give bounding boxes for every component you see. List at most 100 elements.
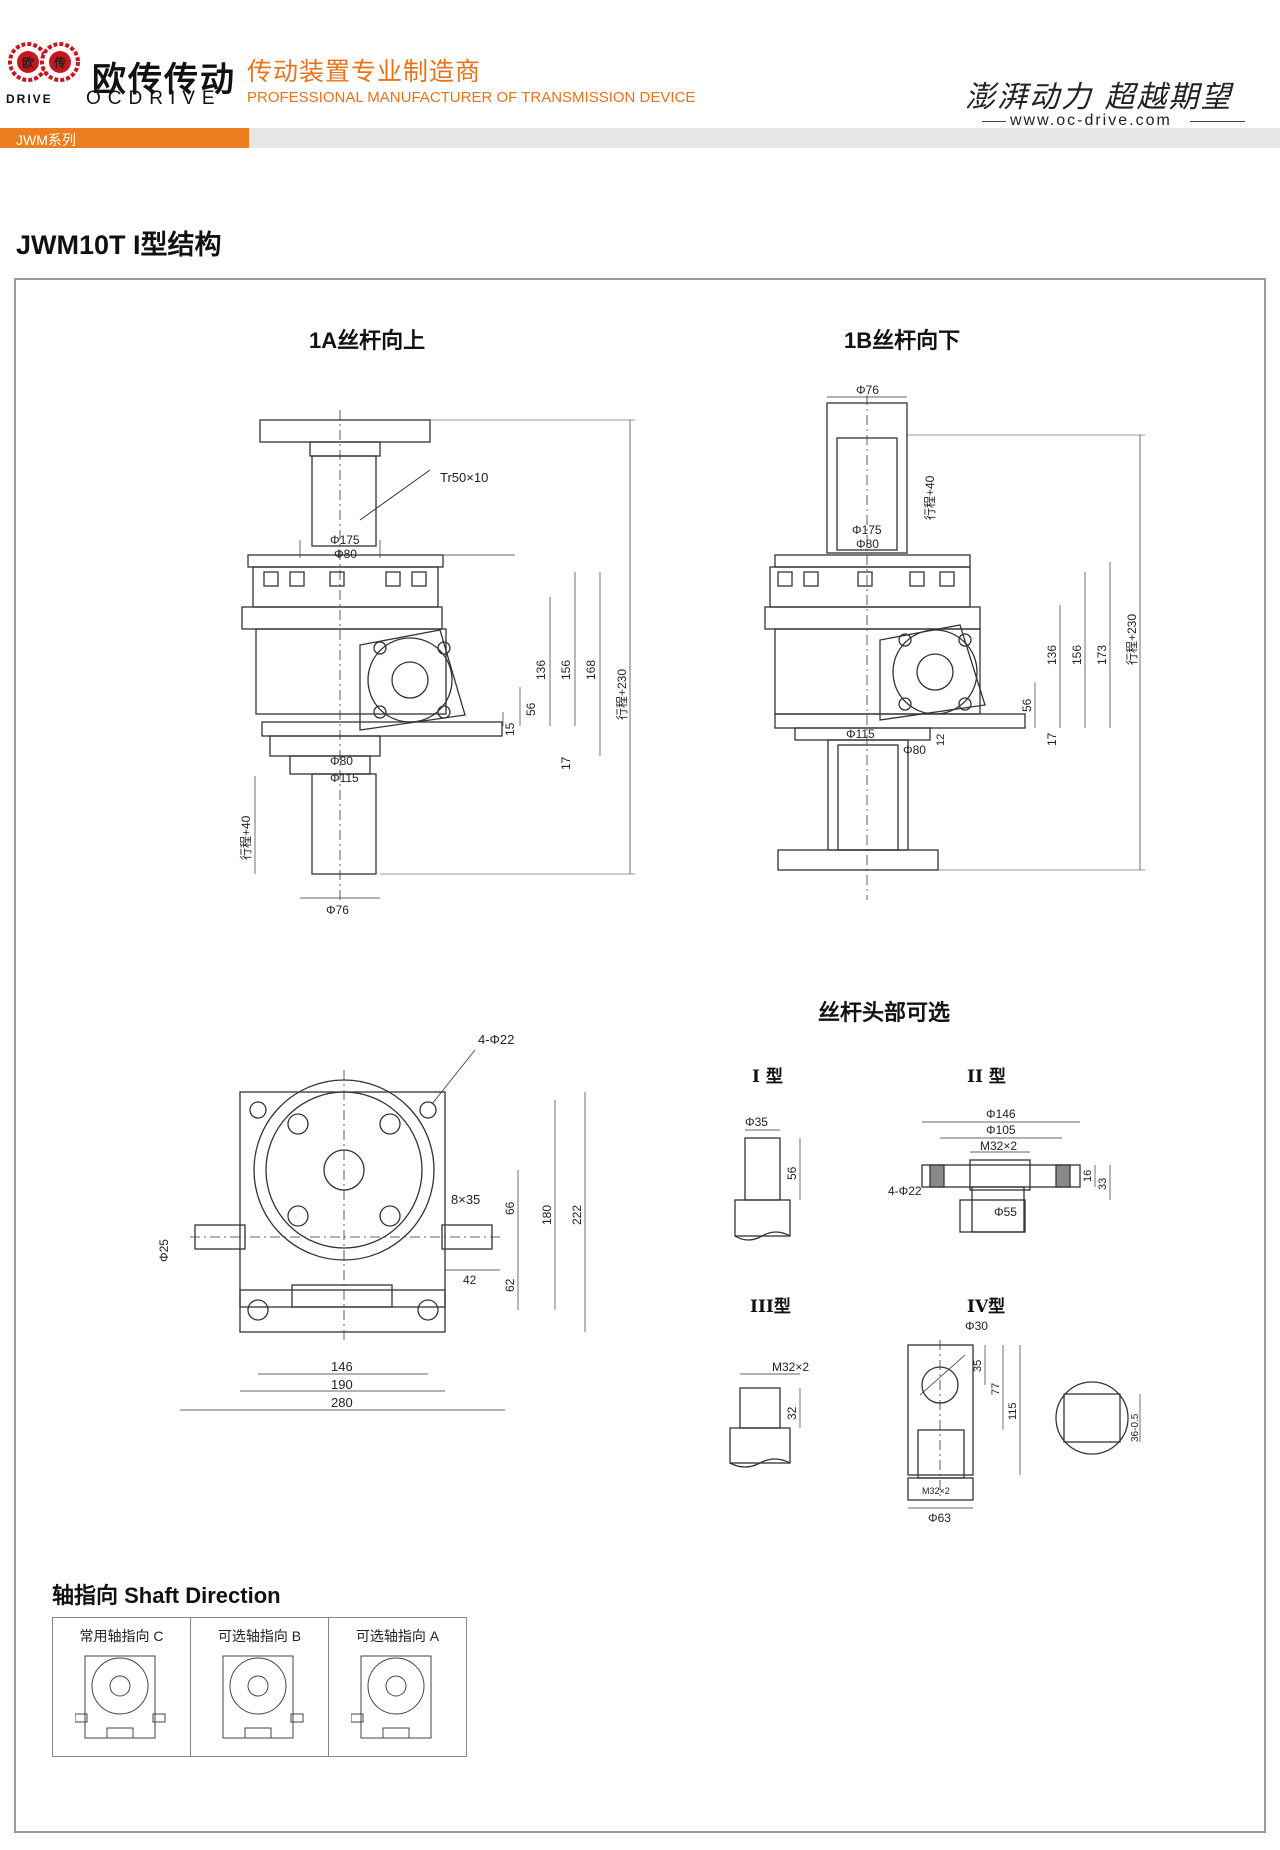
brand-name-en: OCDRIVE (86, 88, 222, 109)
h17-1b: 17 (1045, 732, 1059, 746)
page-title: JWM10T I型结构 (16, 230, 222, 260)
w190-label: 190 (331, 1377, 353, 1392)
type2-d55: Φ55 (994, 1205, 1017, 1219)
type-3-drawing: M32×2 32 (729, 1360, 809, 1468)
view-1a-title: 1A丝杆向上 (309, 328, 426, 353)
type1-d: Φ35 (745, 1115, 768, 1129)
page-header: 欧 传 DRIVE 欧传传动 OCDRIVE 传动装置专业制造商 PROFESS… (0, 0, 1280, 150)
shaft-direction-title: 轴指向 Shaft Direction (52, 1583, 281, 1608)
h156-1b: 156 (1070, 645, 1084, 665)
h222-label: 222 (570, 1205, 584, 1225)
website: www.oc-drive.com (1010, 112, 1172, 129)
d80-top-1a: Φ80 (334, 547, 357, 561)
type4-h77: 77 (990, 1383, 1002, 1395)
h56-1a: 56 (524, 702, 538, 716)
shaft-option-label: 常用轴指向 C (79, 1628, 164, 1644)
w146-label: 146 (331, 1359, 353, 1374)
h17-1a: 17 (559, 756, 573, 770)
h173-1b: 173 (1095, 645, 1109, 665)
shaft-d-label: Φ25 (157, 1239, 171, 1262)
tagline-cn: 传动装置专业制造商 (247, 58, 482, 86)
type-4-drawing: Φ30 35 77 115 M32×2 Φ63 36-0.5 (907, 1319, 1141, 1525)
type3-h: 32 (785, 1406, 799, 1420)
shaft-option-c: 常用轴指向 C (53, 1618, 191, 1756)
d76-1a: Φ76 (326, 903, 349, 917)
shaft-direction-table: 常用轴指向 C 可选轴指向 B 可选轴指向 A (52, 1617, 467, 1757)
h136-1a: 136 (534, 660, 548, 680)
type2-holes: 4-Φ22 (888, 1184, 922, 1198)
d175-1b: Φ175 (852, 523, 882, 537)
type-2-drawing: Φ146 Φ105 M32×2 4-Φ22 Φ55 16 33 (888, 1107, 1111, 1233)
screw-heads-title: 丝杆头部可选 (818, 1000, 951, 1025)
type4-d63: Φ63 (928, 1511, 951, 1525)
h156-1a: 156 (559, 660, 573, 680)
brand-sub: DRIVE (6, 92, 53, 106)
type4-d30: Φ30 (965, 1319, 988, 1333)
type-2-label: II 型 (967, 1067, 1006, 1087)
holes-label: 4-Φ22 (478, 1032, 514, 1047)
stroke-total-1a: 行程+230 (614, 669, 629, 720)
gearbox-icon (75, 1655, 166, 1739)
stroke-1b: 行程+40 (922, 475, 937, 520)
shaft-option-label: 可选轴指向 B (217, 1628, 302, 1644)
type4-thread: M32×2 (922, 1486, 950, 1496)
thread-label-1a: Tr50×10 (440, 470, 488, 485)
company-logo-icon: 欧 传 (8, 42, 80, 82)
stroke-1a: 行程+40 (238, 815, 253, 860)
top-view-drawing: 4-Φ22 8×35 Φ25 66 180 222 62 42 146 190 … (157, 1032, 586, 1411)
w42-label: 42 (463, 1273, 477, 1287)
website-rule-right (1190, 121, 1245, 122)
type1-h: 56 (785, 1166, 799, 1180)
d80-bot-1b: Φ80 (903, 743, 926, 757)
shaft-option-label: 可选轴指向 A (355, 1628, 440, 1644)
h168-1a: 168 (584, 660, 598, 680)
series-bar (0, 128, 249, 148)
h12-1b: 12 (935, 734, 947, 746)
h56-1b: 56 (1020, 698, 1034, 712)
type4-h115: 115 (1007, 1402, 1019, 1420)
h15-1a: 15 (503, 722, 517, 736)
type2-h16: 16 (1082, 1170, 1094, 1182)
type3-thread: M32×2 (772, 1360, 809, 1374)
website-rule-left (982, 121, 1006, 122)
h180-label: 180 (540, 1205, 554, 1225)
d115-1a: Φ115 (330, 771, 359, 785)
type2-d146: Φ146 (986, 1107, 1016, 1121)
d115-1b: Φ115 (846, 727, 875, 741)
gearbox-icon (222, 1655, 304, 1739)
gearbox-icon (351, 1655, 432, 1739)
type4-h35: 35 (972, 1360, 984, 1372)
key-label: 8×35 (451, 1192, 480, 1207)
shaft-option-a: 可选轴指向 A (329, 1618, 466, 1756)
type-4-label: IV型 (967, 1297, 1006, 1317)
d80-top-1b: Φ80 (856, 537, 879, 551)
type2-h33: 33 (1097, 1178, 1109, 1190)
h136-1b: 136 (1045, 645, 1059, 665)
tagline-en: PROFESSIONAL MANUFACTURER OF TRANSMISSIO… (247, 89, 696, 106)
type-1-label: I 型 (752, 1067, 783, 1087)
logo-char-1: 欧 (22, 55, 34, 70)
logo-char-2: 传 (53, 55, 66, 70)
drawing-frame (14, 278, 1266, 1833)
h66-label: 66 (503, 1201, 517, 1215)
stroke-total-1b: 行程+230 (1124, 614, 1139, 665)
brand-name-cn: 欧传传动 (92, 61, 236, 99)
type2-thread: M32×2 (980, 1139, 1017, 1153)
type-3-label: III型 (750, 1297, 791, 1317)
type-1-drawing: Φ35 56 (734, 1115, 801, 1241)
header-band (249, 128, 1280, 148)
d80-bot-1a: Φ80 (330, 754, 353, 768)
view-1a-drawing: Tr50×10 Φ175 Φ80 Φ80 Φ115 Φ76 行程+40 136 … (238, 410, 635, 917)
type4-w: 36-0.5 (1130, 1413, 1141, 1442)
view-1b-title: 1B丝杆向下 (844, 328, 961, 353)
d76-1b: Φ76 (856, 383, 879, 397)
d175-1a: Φ175 (330, 533, 360, 547)
series-label: JWM系列 (16, 132, 76, 148)
w280-label: 280 (331, 1395, 353, 1410)
h62-label: 62 (503, 1278, 517, 1292)
type2-d105: Φ105 (986, 1123, 1016, 1137)
view-1b-drawing: Φ76 行程+40 Φ175 Φ80 Φ115 Φ80 136 156 173 … (764, 383, 1145, 900)
slogan: 澎湃动力 超越期望 (965, 80, 1233, 115)
shaft-option-b: 可选轴指向 B (191, 1618, 329, 1756)
